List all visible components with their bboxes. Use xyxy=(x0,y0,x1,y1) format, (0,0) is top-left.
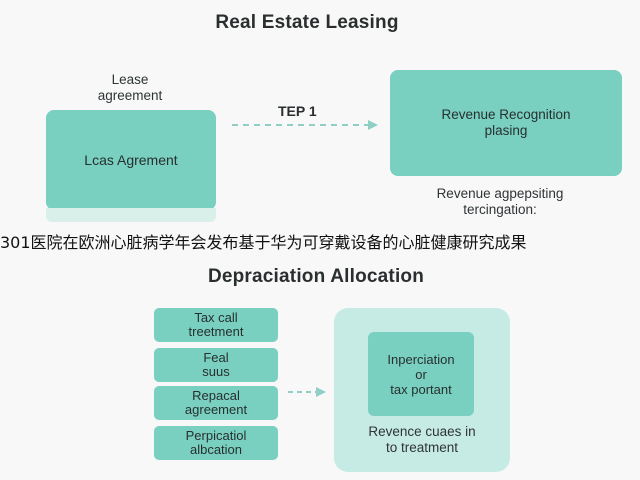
item-tax-call-treatment: Tax call treetment xyxy=(154,308,278,342)
step-arrow-head xyxy=(368,120,378,130)
step-label: TEP 1 xyxy=(278,103,317,119)
bottom-title: Depraciation Allocation xyxy=(207,266,425,287)
top-title: Real Estate Leasing xyxy=(215,12,399,33)
lease-caption: Lease agreement xyxy=(97,72,163,103)
revenue-recognition-box: Revenue Recognition plasing xyxy=(390,70,622,176)
item-feal-suus-label: Feal suus xyxy=(202,350,230,379)
allocation-arrow-head xyxy=(316,387,326,397)
step-arrow xyxy=(232,120,378,130)
lease-box-shadow xyxy=(46,208,216,222)
revenue-recognition-box-label: Revenue Recognition plasing xyxy=(441,107,571,138)
lease-agreement-box: Lcas Agrement xyxy=(46,110,216,210)
allocation-arrow xyxy=(288,387,326,397)
item-repacal-agreement-label: Repacal agreement xyxy=(184,388,248,417)
item-perpicatiol-albcation: Perpicatiol albcation xyxy=(154,426,278,460)
lease-agreement-box-label: Lcas Agrement xyxy=(84,152,178,168)
item-tax-call-treatment-label: Tax call treetment xyxy=(188,310,244,339)
panel-caption: Revence cuaes in to treatment xyxy=(368,424,476,455)
inperciation-box: Inperciation or tax portant xyxy=(368,332,474,416)
item-perpicatiol-albcation-label: Perpicatiol albcation xyxy=(185,428,247,457)
revenue-caption: Revenue agpepsiting tercingation: xyxy=(436,186,564,217)
inperciation-box-label: Inperciation or tax portant xyxy=(387,351,455,397)
item-repacal-agreement: Repacal agreement xyxy=(154,386,278,420)
news-banner: 301医院在欧洲心脏病学年会发布基于华为可穿戴设备的心脏健康研究成果 xyxy=(0,233,527,252)
item-feal-suus: Feal suus xyxy=(154,348,278,382)
